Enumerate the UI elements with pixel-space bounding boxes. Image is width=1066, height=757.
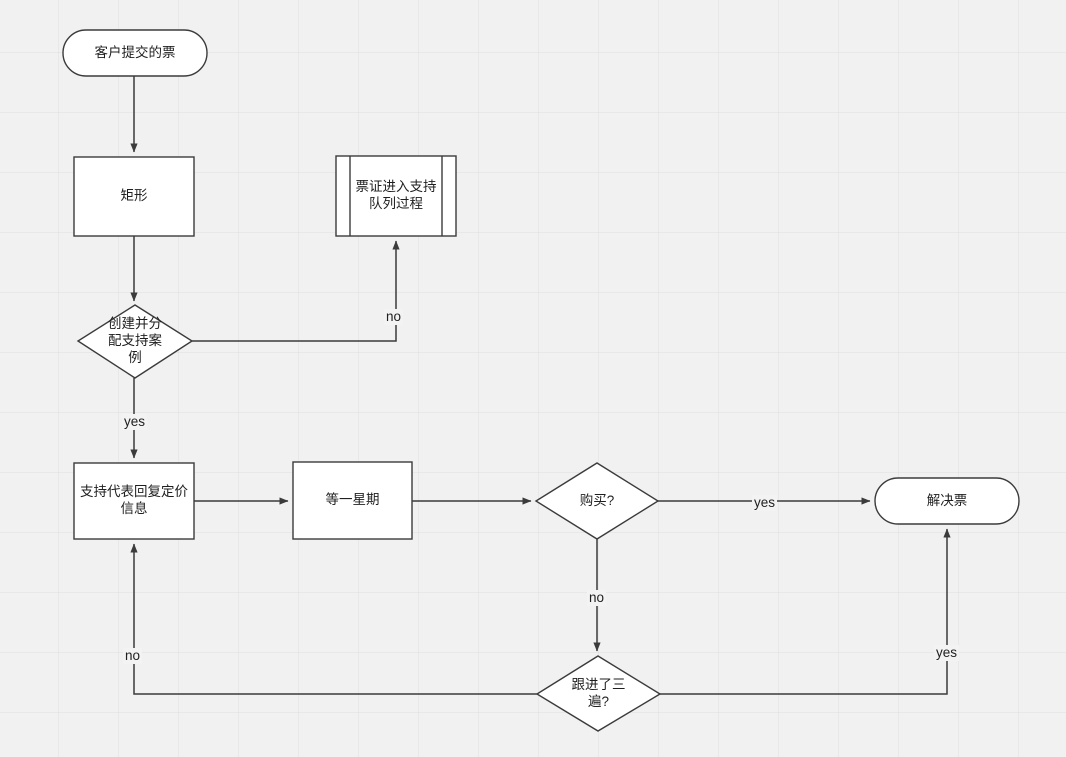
edge-label-followup-reply: no — [123, 648, 143, 664]
node-rect-shape — [73, 156, 195, 237]
node-followup-shape — [535, 655, 662, 732]
edge-label-purchase-resolved: yes — [752, 495, 778, 511]
edge-followup-reply — [130, 543, 537, 695]
node-wait-shape — [292, 461, 413, 540]
node-start-shape — [62, 29, 208, 77]
edge-followup-resolved — [660, 528, 951, 695]
node-reply-shape — [73, 462, 195, 540]
edge-assign-queue — [192, 240, 400, 342]
edge-label-purchase-followup: no — [587, 590, 607, 606]
predefined-process-bars — [349, 156, 443, 236]
edge-label-assign-reply: yes — [122, 414, 148, 430]
node-resolved-shape — [874, 477, 1020, 525]
edge-label-followup-resolved: yes — [934, 645, 960, 661]
node-assign-shape — [76, 304, 194, 379]
node-purchase-shape — [534, 462, 660, 540]
edge-label-assign-queue: no — [384, 309, 404, 325]
node-queue-shape — [335, 155, 457, 237]
